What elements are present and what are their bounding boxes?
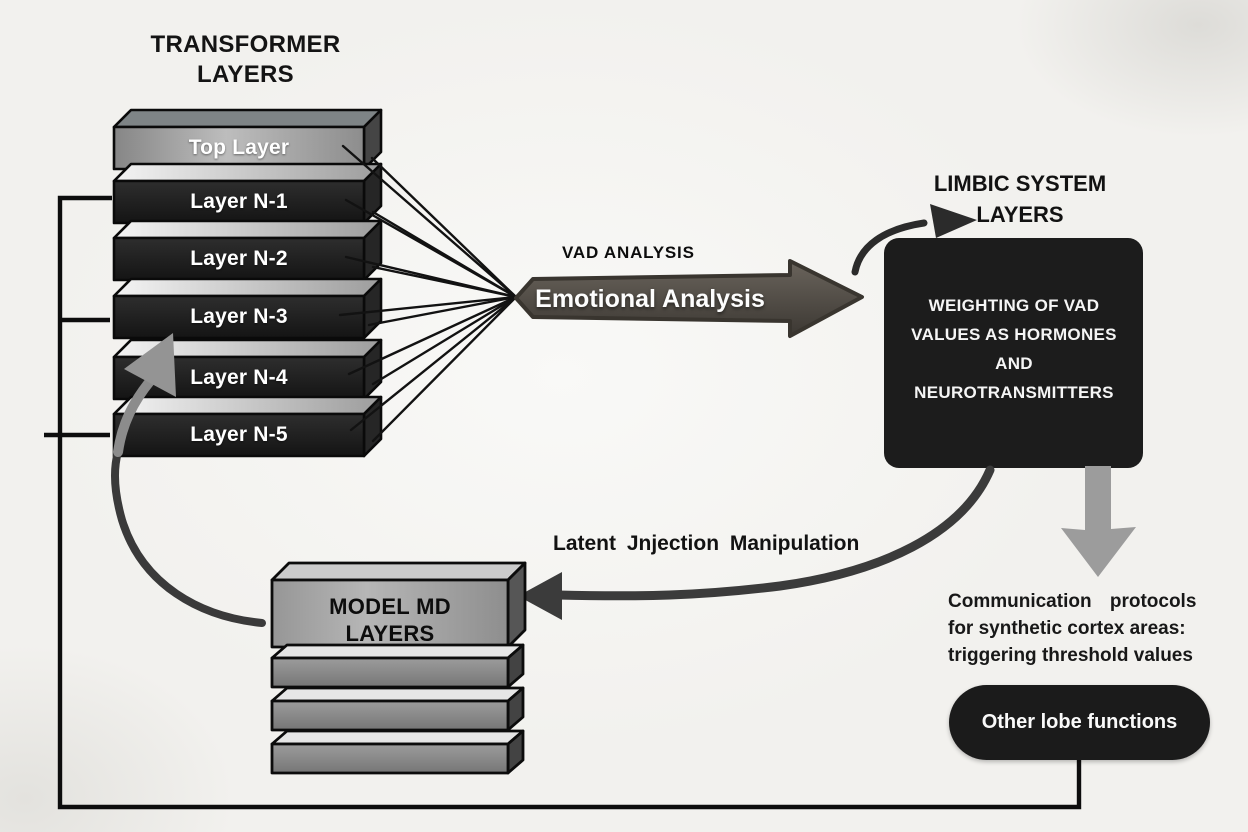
layer-label-text: Layer N-1	[190, 190, 288, 213]
other-lobe-functions-label: Other lobe functions	[981, 711, 1178, 733]
arrow-to-limbic-head	[930, 204, 977, 238]
model-md-label: MODEL MD LAYERS	[272, 593, 508, 647]
limbic-box-line: WEIGHTING OF VAD	[928, 296, 1100, 315]
limbic-weighting-box	[884, 238, 1143, 468]
model-md-bar	[270, 686, 525, 732]
layer-label-n2: Layer N-2	[114, 238, 364, 280]
title-line: LAYERS	[976, 202, 1064, 227]
reinjection-swoosh-head	[124, 333, 176, 397]
reinjection-swoosh-arrow	[110, 333, 266, 627]
layer-label-text: Layer N-3	[190, 305, 288, 328]
box-front-face	[112, 179, 366, 225]
limbic-box-line: VALUES AS HORMONES	[911, 325, 1117, 344]
layer-label-text: Layer N-4	[190, 366, 288, 389]
arrow-to-limbic	[851, 204, 977, 276]
box-top-face	[112, 277, 383, 298]
box-front-face	[270, 699, 510, 732]
limbic-box-line: AND	[995, 354, 1033, 373]
layer-label-text: Top Layer	[188, 136, 290, 159]
layer-label-text: Layer N-2	[190, 247, 288, 270]
box-front-face	[270, 656, 510, 689]
limbic-box-text: WEIGHTING OF VAD VALUES AS HORMONES AND …	[890, 291, 1138, 407]
down-arrow	[1061, 466, 1136, 577]
model-md-line: LAYERS	[345, 621, 435, 646]
layer-label-n3: Layer N-3	[114, 296, 364, 338]
model-md-box	[270, 561, 527, 649]
box-top-face	[112, 395, 383, 416]
box-front-face	[270, 742, 510, 775]
latent-injection-arrow	[518, 465, 995, 620]
limbic-system-title: LIMBIC SYSTEM LAYERS	[910, 168, 1130, 230]
emotional-analysis-label: Emotional Analysis	[535, 285, 765, 313]
transformer-layer-box-n1	[112, 162, 383, 225]
transformer-layer-stack	[112, 108, 383, 458]
transformer-layer-box-n5	[112, 395, 383, 458]
fan-lines	[338, 144, 518, 443]
title-line: LIMBIC SYSTEM	[933, 171, 1107, 196]
other-lobe-functions-node: Other lobe functions	[949, 685, 1210, 760]
transformer-stack-title: TRANSFORMER LAYERS	[128, 30, 363, 90]
feedback-loop-line	[44, 195, 1082, 810]
box-front-face	[112, 412, 366, 458]
latent-injection-arrowhead	[518, 572, 562, 620]
box-top-face	[112, 108, 383, 129]
title-line: TRANSFORMER	[150, 31, 341, 58]
layer-label-n4: Layer N-4	[114, 357, 364, 399]
model-md-bar	[270, 643, 525, 689]
box-right-face	[506, 561, 527, 649]
communication-line: triggering threshold values	[948, 645, 1193, 666]
box-top-face	[112, 219, 383, 240]
feedback-main-path	[57, 195, 1082, 810]
communication-protocols-text: Communication protocols for synthetic co…	[948, 588, 1216, 669]
box-top-face	[270, 561, 527, 582]
box-front-face	[112, 294, 366, 340]
box-top-face	[270, 686, 525, 703]
latent-injection-label: Latent Jnjection Manipulation	[553, 532, 860, 555]
communication-line: for synthetic cortex areas:	[948, 618, 1186, 639]
vad-analysis-caption: VAD ANALYSIS	[562, 243, 695, 262]
layer-label-top: Top Layer	[114, 127, 364, 169]
emotional-analysis-arrow	[514, 259, 864, 338]
title-line: LAYERS	[197, 61, 294, 88]
transformer-layer-box-n3	[112, 277, 383, 340]
box-top-face	[270, 729, 525, 746]
layer-label-n1: Layer N-1	[114, 181, 364, 223]
limbic-box-line: NEUROTRANSMITTERS	[914, 383, 1114, 402]
communication-line: Communication protocols	[948, 591, 1197, 612]
model-md-bar	[270, 729, 525, 775]
layer-label-n5: Layer N-5	[114, 414, 364, 456]
model-md-stack	[270, 561, 527, 775]
layer-label-text: Layer N-5	[190, 423, 288, 446]
model-md-line: MODEL MD	[329, 594, 451, 619]
box-front-face	[112, 236, 366, 282]
